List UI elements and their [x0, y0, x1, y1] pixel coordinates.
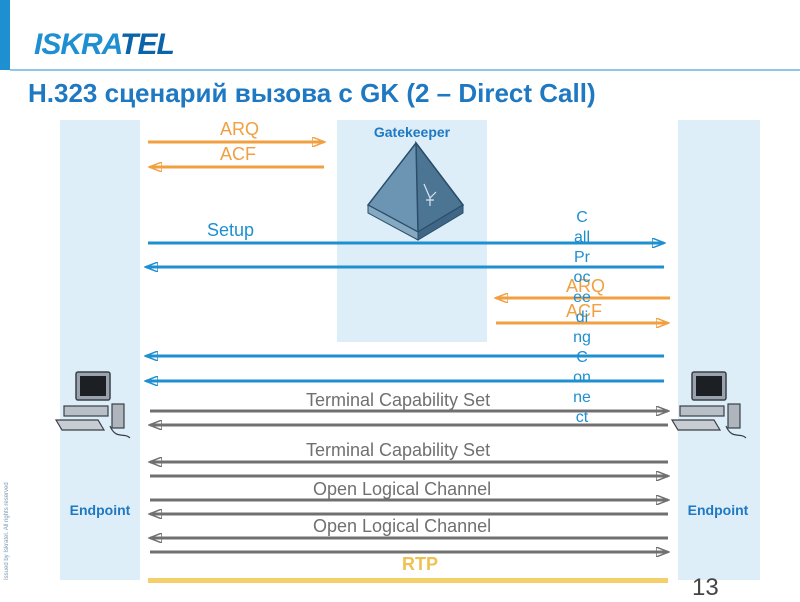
vert-line: on: [573, 369, 591, 386]
label-arq-2: ARQ: [566, 276, 606, 296]
vert-line: ne: [573, 389, 591, 406]
gatekeeper-label: Gatekeeper: [373, 124, 451, 140]
page-title: H.323 сценарий вызова с GK (2 – Direct C…: [28, 78, 596, 108]
endpoint-left-label: Endpoint: [69, 502, 131, 518]
label-olc-1: Open Logical Channel: [313, 479, 492, 499]
label-tcs-1: Terminal Capability Set: [306, 390, 491, 410]
label-arq-1: ARQ: [220, 119, 260, 139]
vert-line: all: [573, 229, 590, 246]
logo-accent-bar: [0, 0, 10, 70]
logo-text-a: ISKRA: [34, 28, 121, 61]
vert-line: ct: [575, 409, 589, 426]
label-rtp: RTP: [402, 554, 438, 574]
computer-left-icon: [54, 371, 131, 439]
vert-line: Pr: [574, 249, 590, 266]
vert-line: ng: [573, 329, 591, 346]
vert-line: C: [576, 209, 588, 226]
page-number: 13: [692, 574, 719, 601]
label-tcs-2: Terminal Capability Set: [306, 440, 491, 460]
label-acf-2: ACF: [566, 301, 602, 321]
computer-right-icon: [670, 371, 747, 439]
label-setup: Setup: [207, 220, 255, 240]
label-acf-1: ACF: [220, 144, 256, 164]
vertical-message-text: C all Pr oc ee di ng C on ne ct: [571, 208, 593, 428]
endpoint-left-lane: [60, 120, 140, 580]
rtp-stream-bar: [148, 578, 668, 583]
logo-text-b: TEL: [120, 28, 175, 61]
vert-line: oc: [573, 269, 591, 286]
gatekeeper-pyramid-icon: [366, 140, 465, 241]
company-logo: ISKRATEL: [34, 28, 175, 62]
vert-line: C: [576, 349, 588, 366]
endpoint-right-label: Endpoint: [687, 502, 749, 518]
endpoint-right-lane: [678, 120, 760, 580]
vert-line: di: [575, 309, 589, 326]
label-olc-2: Open Logical Channel: [313, 516, 492, 536]
copyright-note: Issued by Iskratel. All rights reserved: [4, 482, 10, 580]
vert-line: ee: [573, 289, 591, 306]
